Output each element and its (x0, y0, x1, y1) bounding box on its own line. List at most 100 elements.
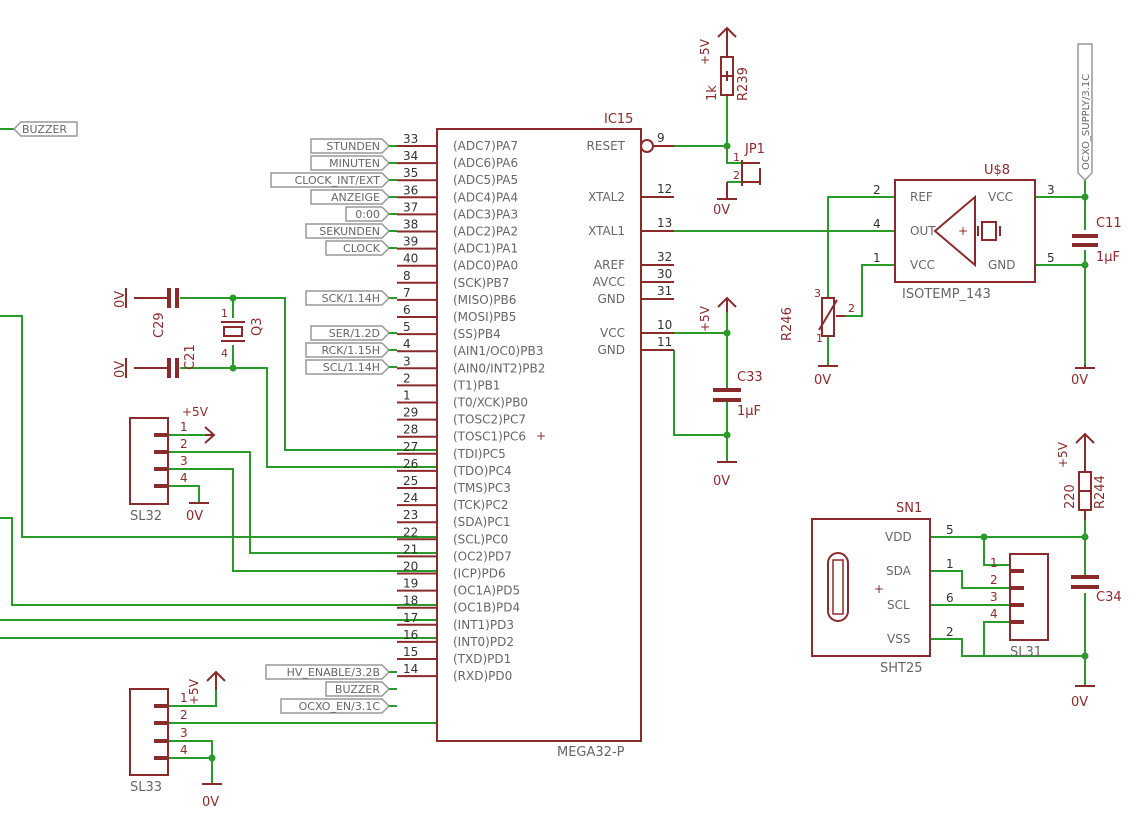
net-label-text: OCXO_EN/3.1C (299, 700, 381, 713)
ic15-pin-number: 9 (657, 131, 665, 145)
net-label-flag: MINUTEN (310, 155, 397, 171)
sl32-name: SL32 (130, 509, 162, 524)
sn1-pin-vdd: VDD (885, 530, 912, 544)
net-label-flag: ANZEIGE (310, 189, 397, 205)
ic15-pin-number: 29 (403, 406, 418, 420)
ic15-pin-number: 35 (403, 166, 418, 180)
jp1-jumper: JP1 1 2 0V (713, 142, 765, 218)
net-label-text: SCL/1.14H (323, 361, 380, 374)
ic15-pin-name: AREF (594, 258, 625, 272)
sn1-name: SN1 (896, 501, 922, 516)
ic15-pin-name: VCC (600, 326, 625, 340)
c33-value: 1µF (737, 404, 761, 419)
u8-pin-vcc-l: VCC (910, 258, 935, 272)
ic15-chip: IC15 MEGA32-P 33(ADC7)PA734(ADC6)PA635(A… (397, 112, 674, 760)
ic15-pin-number: 4 (403, 337, 411, 351)
r239-value: 1k (705, 85, 720, 101)
ic15-pin-number: 31 (657, 284, 672, 298)
ic15-pin-name: (ADC0)PA0 (453, 259, 518, 273)
ic15-pin-number: 33 (403, 132, 418, 146)
ic15-pin-number: 39 (403, 235, 418, 249)
sn1-num-1: 1 (946, 557, 954, 571)
ic15-pin-name: (SDA)PC1 (453, 515, 510, 529)
ic15-pin-name: (TOSC2)PC7 (453, 413, 526, 427)
ic15-pin-name: (TMS)PC3 (453, 481, 511, 495)
c33-name: C33 (737, 370, 763, 385)
ic15-pin-name: (MISO)PB6 (453, 293, 516, 307)
ic15-pin-name: (SCK)PB7 (453, 276, 509, 290)
sn1-pin-sda: SDA (886, 564, 912, 578)
jp1-name: JP1 (744, 142, 765, 157)
r239-rail: +5V (698, 38, 712, 65)
ic15-pin-name: (ADC5)PA5 (453, 173, 518, 187)
c11-gnd: 0V (1071, 373, 1088, 388)
c33-rail: +5V (698, 305, 712, 332)
junctions (208, 142, 1089, 762)
ic15-pin-number: 15 (403, 645, 418, 659)
ic15-pin-name: (TCK)PC2 (453, 498, 509, 512)
c11-value: 1µF (1096, 250, 1120, 265)
ic15-pin-number: 8 (403, 269, 411, 283)
u8-num-2: 2 (873, 183, 881, 197)
c29-gnd: 0V (113, 291, 128, 308)
sl33-connector: +5V 1 2 3 4 SL33 0V (129, 670, 226, 810)
ic15-left-pins: 33(ADC7)PA734(ADC6)PA635(ADC5)PA536(ADC4… (397, 132, 545, 683)
ic15-pin-name: (AIN0/INT2)PB2 (453, 361, 545, 375)
ic15-pin-number: 30 (657, 267, 672, 281)
u8-num-3: 3 (1047, 183, 1055, 197)
sl32-connector: +5V 1 2 3 4 SL32 0V (129, 405, 216, 524)
c33-capacitor: +5V C33 1µF 0V (698, 296, 763, 489)
r246-gnd: 0V (814, 373, 831, 388)
sn1-pin-vss: VSS (887, 632, 910, 646)
sn1-pin-scl: SCL (887, 598, 910, 612)
ic15-pin-number: 7 (403, 286, 411, 300)
sl31-pin3: 3 (990, 590, 998, 604)
ic15-right-pins: 9RESET12XTAL213XTAL132AREF30AVCC31GND10V… (587, 131, 674, 357)
sl31-pin2: 2 (990, 573, 998, 587)
ic15-pin-number: 19 (403, 577, 418, 591)
sl31-pin4: 4 (990, 607, 998, 621)
r246-potentiometer: R246 3 1 2 0V (780, 287, 855, 388)
ic15-pin-number: 3 (403, 354, 411, 368)
sn1-sensor: + SN1 SHT25 VDD SDA SCL VSS 5 1 6 2 (811, 501, 954, 676)
sl31-name: SL31 (1010, 645, 1042, 660)
c34-capacitor: C34 0V (1071, 575, 1122, 710)
ic15-pin-name: (MOSI)PB5 (453, 310, 516, 324)
ic15-pin-name: (SCL)PC0 (453, 532, 508, 546)
ic15-pin-name: (TOSC1)PC6 (453, 430, 526, 444)
r244-rail: +5V (1056, 441, 1070, 468)
sl31-connector: 1 2 3 4 SL31 (990, 553, 1049, 660)
net-label-text: SEKUNDEN (319, 225, 380, 238)
ic15-pin-name: (TDO)PC4 (453, 464, 512, 478)
net-label-flag: 0:00 (345, 206, 397, 222)
net-label-flag: SEKUNDEN (305, 223, 397, 239)
r246-name: R246 (780, 307, 795, 341)
r239-resistor: +5V R239 1k (698, 26, 751, 101)
jp1-pin1: 1 (733, 151, 740, 164)
net-label-text: MINUTEN (329, 157, 380, 170)
net-wires (0, 96, 1086, 784)
ic15-pin-number: 2 (403, 371, 411, 385)
ic15-pin-number: 24 (403, 491, 418, 505)
ic15-pin-name: (ADC7)PA7 (453, 139, 518, 153)
sn1-num-5: 5 (946, 523, 954, 537)
sl32-pin4: 4 (180, 471, 188, 485)
ic15-pin-number: 10 (657, 318, 672, 332)
q3-name: Q3 (250, 317, 265, 336)
ic15-pin-number: 5 (403, 320, 411, 334)
ic15-pin-number: 1 (403, 389, 411, 403)
ic15-pin-name: (INT0)PD2 (453, 635, 514, 649)
ic15-pin-number: 26 (403, 457, 418, 471)
q3-pin4: 4 (221, 347, 228, 360)
ic15-pin-name: GND (597, 343, 625, 357)
net-label-text: CLOCK_INT/EXT (295, 174, 381, 187)
r244-value: 220 (1063, 484, 1078, 509)
u8-oscillator: + U$8 ISOTEMP_143 REF OUT VCC VCC GND 2 … (873, 163, 1055, 302)
svg-text:+: + (958, 224, 968, 238)
svg-text:+: + (874, 582, 884, 596)
net-label-flag: HV_ENABLE/3.2B (265, 664, 397, 680)
u8-pin-gnd: GND (988, 258, 1016, 272)
r244-resistor: +5V R244 220 (1056, 432, 1108, 520)
sn1-num-2: 2 (946, 625, 954, 639)
net-label-flags: STUNDENMINUTENCLOCK_INT/EXTANZEIGE0:00SE… (265, 138, 397, 714)
